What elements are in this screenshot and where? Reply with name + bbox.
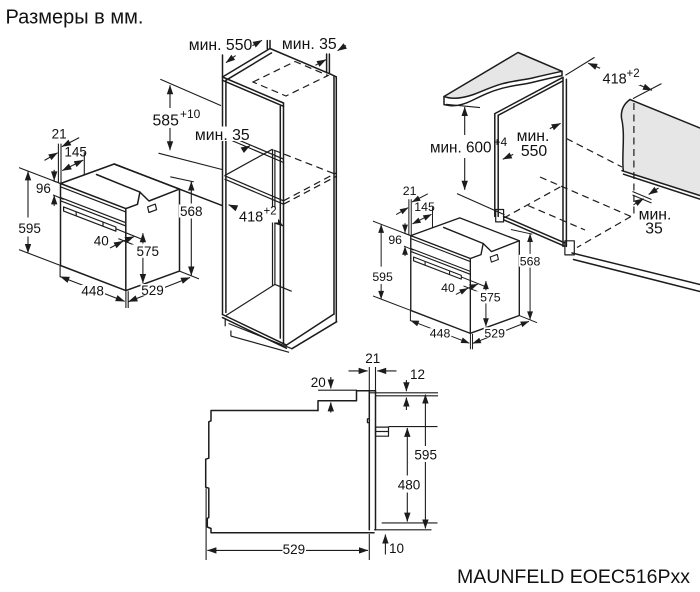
svg-text:585: 585 (153, 113, 180, 130)
svg-text:мин. 600: мин. 600 (430, 140, 492, 157)
svg-text:+4: +4 (494, 135, 508, 149)
svg-text:+10: +10 (180, 107, 201, 121)
svg-text:12: 12 (410, 367, 425, 382)
svg-text:529: 529 (141, 283, 164, 298)
svg-text:40: 40 (94, 233, 109, 248)
svg-text:мин. 35: мин. 35 (195, 127, 250, 144)
svg-text:550: 550 (521, 143, 548, 160)
svg-text:10: 10 (389, 541, 404, 556)
svg-text:21: 21 (365, 351, 380, 366)
svg-text:+2: +2 (627, 68, 640, 80)
svg-text:529: 529 (283, 542, 306, 557)
svg-text:21: 21 (52, 127, 67, 142)
svg-text:мин. 550: мин. 550 (189, 37, 253, 54)
svg-text:575: 575 (137, 244, 160, 259)
svg-text:мин. 35: мин. 35 (282, 36, 337, 53)
svg-text:448: 448 (81, 283, 104, 298)
svg-text:MAUNFELD EOEC516Pxx: MAUNFELD EOEC516Pxx (457, 566, 690, 588)
svg-text:595: 595 (414, 448, 437, 463)
svg-text:35: 35 (645, 221, 663, 238)
svg-text:96: 96 (36, 181, 51, 196)
svg-text:418: 418 (603, 72, 627, 88)
svg-text:мин.: мин. (639, 207, 672, 224)
svg-text:20: 20 (311, 375, 326, 390)
svg-text:595: 595 (18, 221, 41, 236)
svg-text:145: 145 (64, 144, 87, 159)
svg-text:480: 480 (398, 477, 421, 492)
svg-text:+2: +2 (264, 206, 277, 218)
svg-text:568: 568 (180, 204, 203, 219)
svg-text:Размеры в мм.: Размеры в мм. (6, 7, 144, 29)
svg-text:418: 418 (239, 210, 263, 226)
svg-text:мин.: мин. (517, 128, 550, 145)
